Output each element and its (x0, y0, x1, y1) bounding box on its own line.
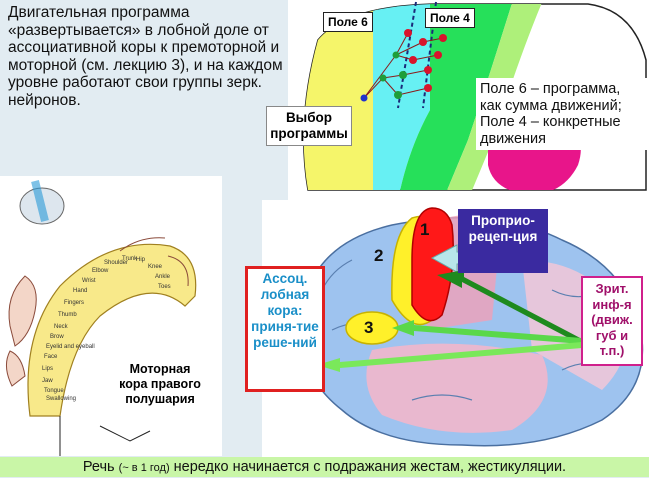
motor-strip (27, 243, 197, 417)
zone1-number: 1 (420, 220, 430, 239)
motor-zone (398, 4, 513, 190)
neuron-node (394, 91, 402, 99)
neuron-node (392, 51, 400, 59)
label-trunk: Trunk (122, 256, 138, 262)
assoc-cortex-label: Ассоц. лобная кора: приня-тие реше-ний (245, 266, 325, 392)
motor-cortex-label: Моторная кора правого полушария (114, 362, 206, 407)
footer-bar: Речь (~ в 1 год) нередко начинается с по… (0, 457, 649, 477)
label-neck: Neck (54, 324, 68, 330)
homunculus-svg (6, 180, 197, 456)
visual-arrow-to-front (317, 342, 582, 372)
neuron-node (419, 38, 427, 46)
label-tongue: Tongue (44, 388, 64, 394)
label-hip: Hip (136, 257, 146, 263)
footer-prefix: Речь (82, 459, 119, 475)
footer-text: нередко начинается с подражания жестам, … (169, 459, 567, 475)
zone3-number: 3 (364, 318, 374, 337)
field6-label: Поле 6 (323, 12, 373, 32)
label-hand: Hand (73, 288, 88, 294)
neuron-node (439, 34, 447, 42)
footer-age-note: (~ в 1 год) (118, 462, 170, 474)
premotor-zone (373, 4, 430, 190)
temporal-area (366, 343, 548, 433)
label-wrist: Wrist (82, 278, 96, 284)
neuron-origin (360, 94, 368, 102)
label-swallowing: Swallowing (46, 396, 77, 402)
label-toes: Toes (158, 284, 171, 290)
visual-info-label: Зрит. инф-я (движ. губ и т.п.) (581, 276, 643, 366)
zone1-shape (411, 207, 454, 322)
fields-description: Поле 6 – программа, как сумма движений; … (476, 78, 648, 150)
label-eyelid: Eyelid and eyeball (46, 344, 95, 350)
label-thumb: Thumb (58, 312, 77, 318)
label-brow: Brow (50, 334, 64, 340)
visual-arrow-to-assoc (392, 320, 582, 344)
homunculus-labels: Toes Ankle Knee Hip Trunk Shoulder Elbow… (40, 254, 190, 404)
proprioception-label: Проприо-рецеп-ция (458, 209, 548, 273)
label-knee: Knee (148, 264, 163, 270)
label-ankle: Ankle (155, 274, 171, 280)
label-face: Face (44, 354, 58, 360)
neuron-node (424, 84, 432, 92)
motor-homunculus-panel: Toes Ankle Knee Hip Trunk Shoulder Elbow… (0, 176, 222, 456)
neuron-node (399, 71, 407, 79)
neuron-node (424, 66, 432, 74)
neuron-node (434, 51, 442, 59)
program-selection-label: Выбор программы (266, 106, 352, 146)
intro-text: Двигательная программа «развертывается» … (8, 4, 283, 109)
visual-arrow-to-motor (437, 270, 584, 345)
neuron-node (404, 29, 412, 37)
label-shoulder: Shoulder (104, 260, 129, 266)
neuron-node (379, 74, 387, 82)
field4-label: Поле 4 (425, 8, 475, 28)
label-lips: Lips (42, 366, 54, 372)
mirror-neuron-network (360, 29, 447, 102)
neuron-node (409, 56, 417, 64)
zone2-number: 2 (374, 246, 384, 265)
label-jaw: Jaw (42, 378, 53, 384)
face-figure (8, 275, 37, 347)
label-elbow: Elbow (92, 268, 109, 274)
label-fingers: Fingers (64, 300, 85, 306)
